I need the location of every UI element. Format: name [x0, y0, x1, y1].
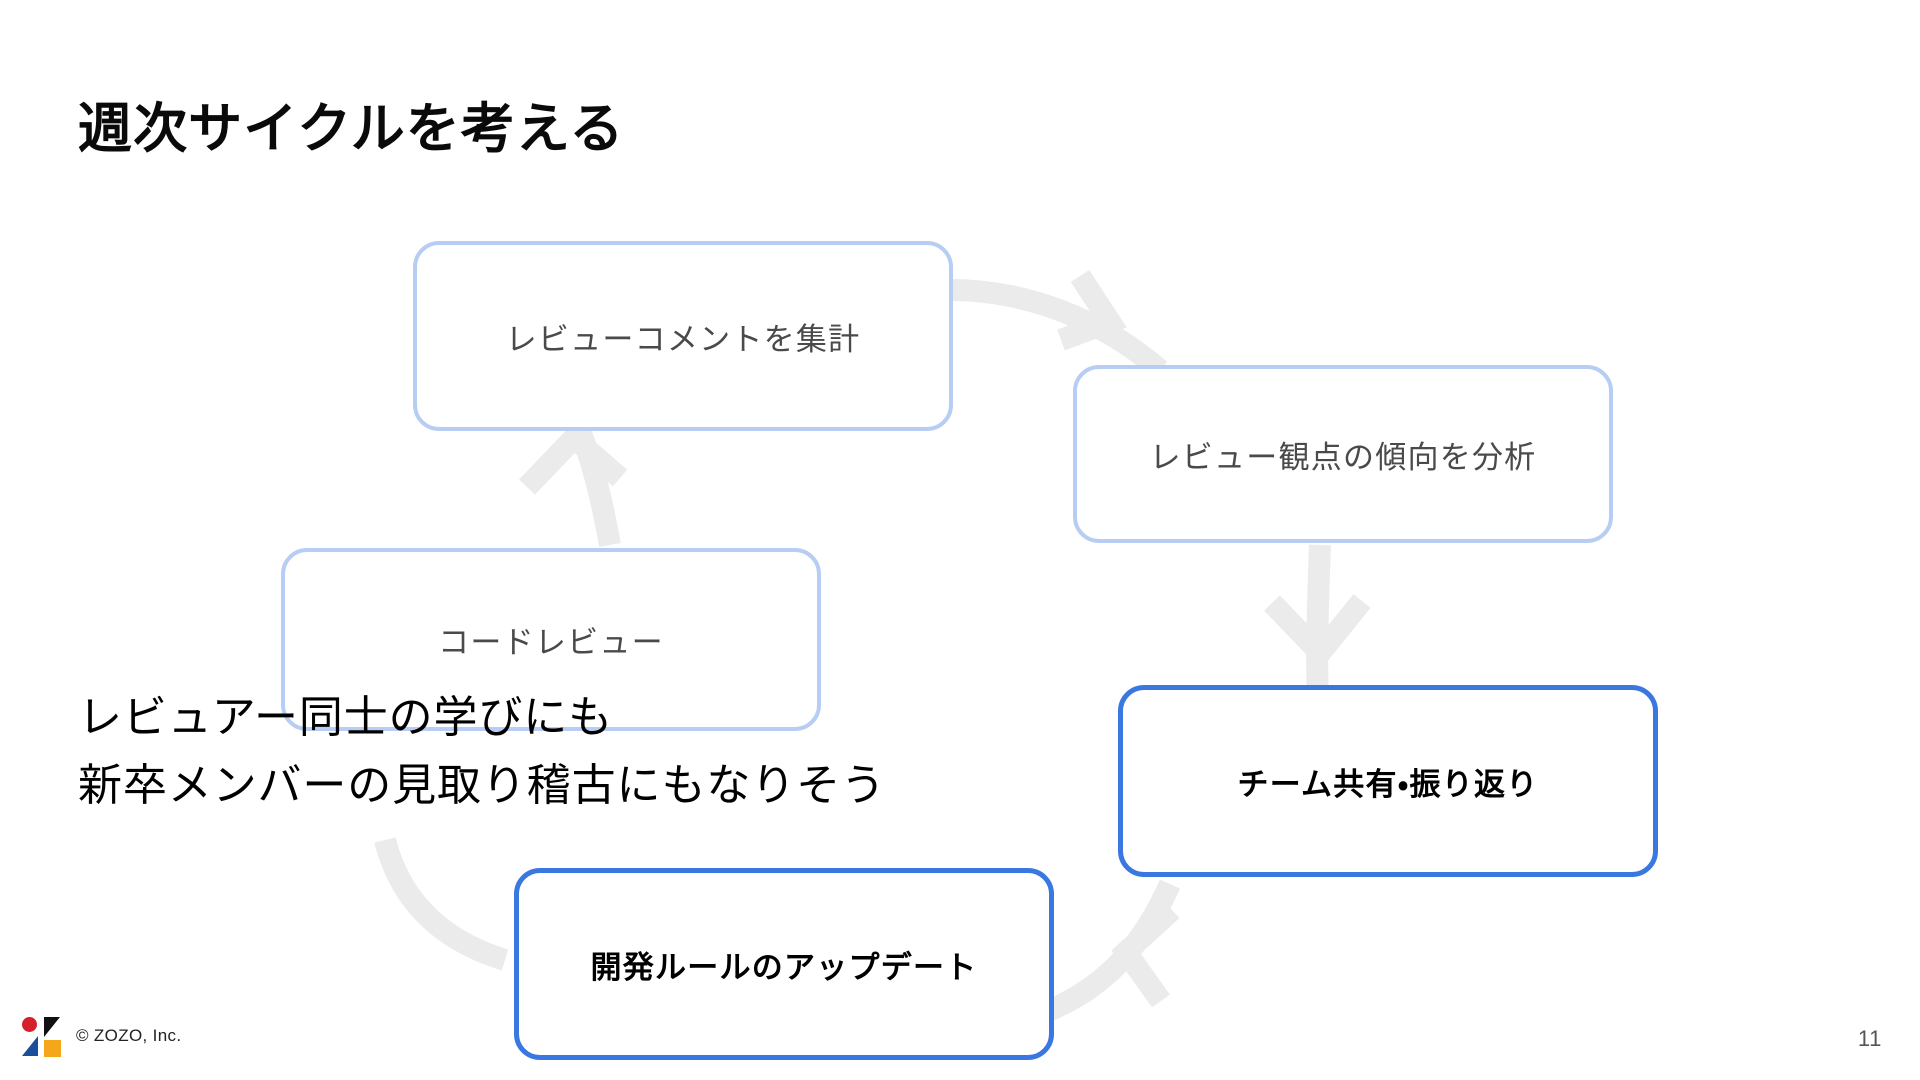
flow-node-rules-update[interactable]: 開発ルールのアップデート: [514, 868, 1054, 1060]
copyright-text: © ZOZO, Inc.: [76, 1026, 182, 1045]
flow-node-label: チーム共有・振り返り: [1237, 766, 1539, 802]
flow-node-codereview[interactable]: コードレビュー: [281, 548, 821, 731]
page-number: 11: [1857, 1026, 1882, 1051]
arrow-rules-to-codereview: [374, 837, 509, 971]
flow-node-label: レビュー観点の傾向を分析: [1149, 439, 1537, 475]
overlay-note-line-2: 新卒メンバーの見取り稽古にもなりそう: [78, 761, 886, 811]
flow-node-team-share[interactable]: チーム共有・振り返り: [1118, 685, 1658, 877]
arrowhead-share-to-rules: [1111, 901, 1180, 1008]
flow-node-analyze[interactable]: レビュー観点の傾向を分析: [1073, 365, 1613, 543]
page-title: 週次サイクルを考える: [78, 99, 625, 159]
flow-node-label: 開発ルールのアップデート: [590, 949, 978, 985]
arrowhead-codereview-to-aggregate: [519, 422, 628, 495]
flow-node-label: レビューコメントを集計: [505, 321, 861, 357]
arrow-aggregate-to-analyze: [939, 278, 1168, 379]
flow-node-label: コードレビュー: [438, 625, 664, 660]
overlay-note-line-1: レビュアー同士の学びにも: [78, 693, 614, 742]
logo-orange-square-icon: [44, 1040, 61, 1057]
arrow-analyze-to-share: [1306, 544, 1331, 701]
arrowhead-analyze-to-share: [1264, 594, 1371, 670]
footer-branding: © ZOZO, Inc.: [20, 1014, 181, 1058]
logo-blue-triangle-icon: [22, 1036, 38, 1056]
logo-black-triangle-icon: [44, 1017, 60, 1037]
flow-node-aggregate[interactable]: レビューコメントを集計: [413, 241, 953, 431]
arrow-share-to-rules: [1045, 879, 1181, 1021]
zozo-logo-icon: [20, 1014, 64, 1058]
logo-red-circle-icon: [22, 1017, 37, 1032]
overlay-note: レビュアー同士の学びにも 新卒メンバーの見取り稽古にもなりそう: [78, 684, 1078, 820]
arrowhead-aggregate-to-analyze: [1057, 269, 1127, 351]
